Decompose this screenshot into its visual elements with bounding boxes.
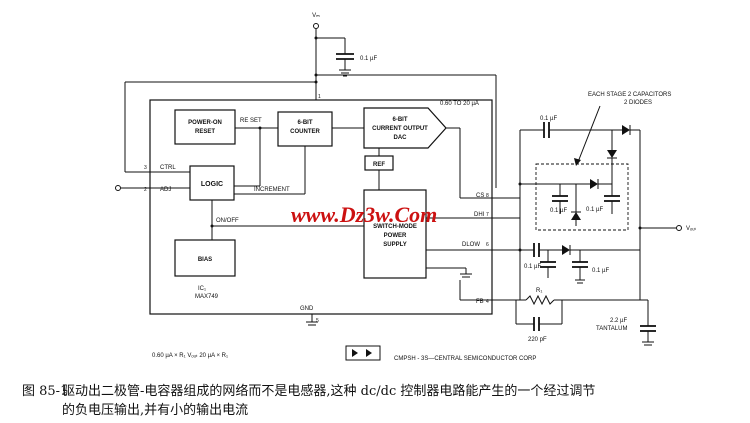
dac-block: [363, 107, 447, 149]
pin4-number: 4: [486, 299, 489, 305]
pin6-number: 6: [486, 242, 489, 248]
r1-label: R₁: [536, 288, 542, 294]
adj-label: ADJ: [160, 187, 171, 193]
ref-label: REF: [373, 162, 385, 168]
each-stage-label-2: 2 DIODES: [624, 100, 652, 106]
diode-top: [622, 125, 630, 135]
figure-number: 图 85-1: [22, 384, 69, 399]
pin7-number: 7: [486, 212, 489, 218]
diode-note: CMPSH - 3S—CENTRAL SEMICONDUCTOR CORP: [394, 356, 536, 362]
gnd-label: GND: [300, 306, 314, 312]
caption-text-2: 的负电压输出,并有小的输出电流: [62, 403, 249, 418]
dac-range-label: 0.60 TO 20 µA: [440, 101, 479, 107]
vout-label: Vₒᵤₜ: [686, 226, 697, 232]
pin3-number: 3: [144, 165, 147, 171]
smps-label-3: SUPPLY: [383, 242, 406, 248]
ic-label: IC₁: [198, 286, 206, 292]
c-tant-value: 2.2 µF: [610, 318, 627, 324]
caption-text-1: 驱动出二极管-电容器组成的网络而不是电感器,这种 dc/dc 控制器电路能产生的…: [62, 384, 596, 399]
smps-label-1: SWITCH-MODE: [373, 224, 417, 230]
figure-caption-line-1: 图 85-1驱动出二极管-电容器组成的网络而不是电感器,这种 dc/dc 控制器…: [22, 382, 742, 401]
onoff-label: ON/OFF: [216, 218, 239, 224]
logic-label: LOGIC: [201, 181, 223, 188]
c-stage-mid-right-value: 0.1 µF: [586, 207, 603, 213]
c-out-left-value: 0.1 µF: [524, 264, 541, 270]
logic-block: [189, 165, 235, 201]
c-fb-value: 220 pF: [528, 337, 547, 343]
c-out-right-value: 0.1 µF: [592, 268, 609, 274]
vin-supply: Vₘ 0.1 µF: [312, 13, 377, 100]
r1-resistor: [525, 294, 555, 306]
pin8-number: 8: [486, 193, 489, 199]
c-stage-mid-left-value: 0.1 µF: [550, 208, 567, 214]
cs-label: CS: [476, 193, 484, 199]
increment-label: INCREMENT: [254, 187, 290, 193]
counter-block: [277, 111, 333, 147]
dac-label-3: DAC: [394, 135, 408, 141]
dac-label-1: 6-BIT: [393, 117, 408, 123]
ic-part-label: MAX749: [195, 294, 219, 300]
c-tant-type: TANTALUM: [596, 326, 627, 332]
por-label-2: RESET: [195, 129, 215, 135]
dac-label-2: CURRENT OUTPUT: [372, 126, 428, 132]
ctrl-label: CTRL: [160, 165, 176, 171]
diode-pair-symbol: [345, 345, 381, 361]
counter-label-1: 6-BIT: [298, 120, 313, 126]
por-label-1: POWER-ON: [188, 120, 222, 126]
stage-box: [535, 163, 629, 231]
power-on-reset-block: [174, 109, 236, 145]
counter-label-2: COUNTER: [290, 129, 320, 135]
formula-note: 0.60 µA × R₁ Vₒᵤₜ 20 µA × R₁: [152, 353, 228, 359]
adj-terminal: [115, 185, 121, 191]
dlow-label: DLOW: [462, 242, 480, 248]
smps-block: [363, 189, 427, 279]
vin-terminal: [313, 23, 319, 29]
pin2-number: 2: [144, 187, 147, 193]
bias-label: BIAS: [198, 257, 212, 263]
reset-label: RE SET: [240, 118, 262, 124]
bias-block: [174, 239, 236, 277]
vout-terminal: [676, 225, 682, 231]
cap-top-value: 0.1 µF: [360, 56, 377, 62]
pin1-number: 1: [318, 94, 321, 100]
watermark: www.Dz3w.Com: [291, 202, 437, 227]
figure-caption-line-2: 的负电压输出,并有小的输出电流: [62, 401, 750, 420]
pin5-number: 5: [316, 318, 319, 324]
dhi-label: DHI: [474, 212, 485, 218]
each-stage-label-1: EACH STAGE 2 CAPACITORS: [588, 92, 671, 98]
fb-label: FB: [476, 299, 484, 305]
c-stage-top-value: 0.1 µF: [540, 116, 557, 122]
smps-label-2: POWER: [384, 233, 407, 239]
vin-label: Vₘ: [312, 13, 320, 19]
